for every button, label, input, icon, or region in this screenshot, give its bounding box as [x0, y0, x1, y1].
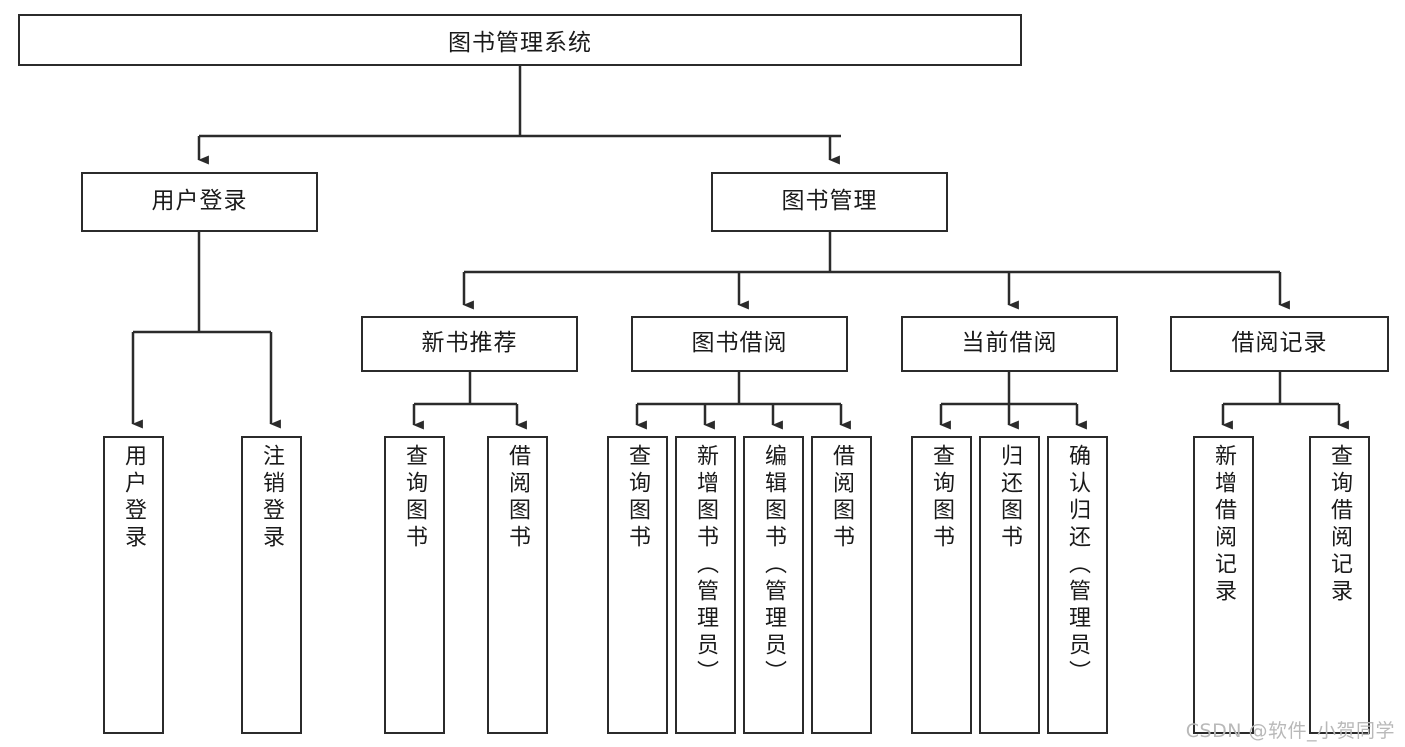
- node-root-label: 图书管理系统: [448, 30, 592, 56]
- node-leaf-query-book-2[interactable]: 查询图书: [607, 436, 668, 734]
- node-current-borrow[interactable]: 当前借阅: [901, 316, 1118, 372]
- node-leaf-user-login[interactable]: 用户登录: [103, 436, 164, 734]
- node-leaf-logout-login-label: 注销登录: [259, 444, 285, 552]
- node-borrow-record[interactable]: 借阅记录: [1170, 316, 1389, 372]
- node-new-book-recommend-label: 新书推荐: [421, 330, 518, 357]
- node-leaf-edit-book[interactable]: 编辑图书（管理员）: [743, 436, 804, 734]
- node-leaf-query-record[interactable]: 查询借阅记录: [1309, 436, 1370, 734]
- node-leaf-query-book-2-label: 查询图书: [625, 444, 651, 552]
- node-leaf-query-book-1-label: 查询图书: [402, 444, 428, 552]
- node-leaf-query-record-label: 查询借阅记录: [1327, 444, 1353, 606]
- node-book-borrow-label: 图书借阅: [691, 330, 788, 357]
- node-leaf-borrow-book-1-label: 借阅图书: [505, 444, 531, 552]
- node-leaf-borrow-book-2-label: 借阅图书: [829, 444, 855, 552]
- node-leaf-add-record[interactable]: 新增借阅记录: [1193, 436, 1254, 734]
- node-leaf-add-book-label: 新增图书（管理员）: [693, 444, 719, 687]
- node-leaf-query-book-3-label: 查询图书: [929, 444, 955, 552]
- node-leaf-borrow-book-2[interactable]: 借阅图书: [811, 436, 872, 734]
- node-new-book-recommend[interactable]: 新书推荐: [361, 316, 578, 372]
- node-leaf-user-login-label: 用户登录: [121, 444, 147, 552]
- node-user-login[interactable]: 用户登录: [81, 172, 318, 232]
- node-leaf-confirm-return-label: 确认归还（管理员）: [1065, 444, 1091, 687]
- node-leaf-add-book[interactable]: 新增图书（管理员）: [675, 436, 736, 734]
- node-root[interactable]: 图书管理系统: [18, 14, 1022, 66]
- node-book-borrow[interactable]: 图书借阅: [631, 316, 848, 372]
- node-leaf-query-book-1[interactable]: 查询图书: [384, 436, 445, 734]
- node-leaf-logout-login[interactable]: 注销登录: [241, 436, 302, 734]
- node-leaf-confirm-return[interactable]: 确认归还（管理员）: [1047, 436, 1108, 734]
- node-leaf-add-record-label: 新增借阅记录: [1211, 444, 1237, 606]
- node-leaf-borrow-book-1[interactable]: 借阅图书: [487, 436, 548, 734]
- node-leaf-edit-book-label: 编辑图书（管理员）: [761, 444, 787, 687]
- node-leaf-return-book[interactable]: 归还图书: [979, 436, 1040, 734]
- node-leaf-return-book-label: 归还图书: [997, 444, 1023, 552]
- node-book-management[interactable]: 图书管理: [711, 172, 948, 232]
- watermark: CSDN @软件_小贺同学: [1185, 720, 1395, 742]
- node-borrow-record-label: 借阅记录: [1231, 330, 1328, 357]
- node-leaf-query-book-3[interactable]: 查询图书: [911, 436, 972, 734]
- node-user-login-label: 用户登录: [151, 188, 248, 215]
- node-book-management-label: 图书管理: [781, 188, 878, 215]
- node-current-borrow-label: 当前借阅: [961, 330, 1058, 357]
